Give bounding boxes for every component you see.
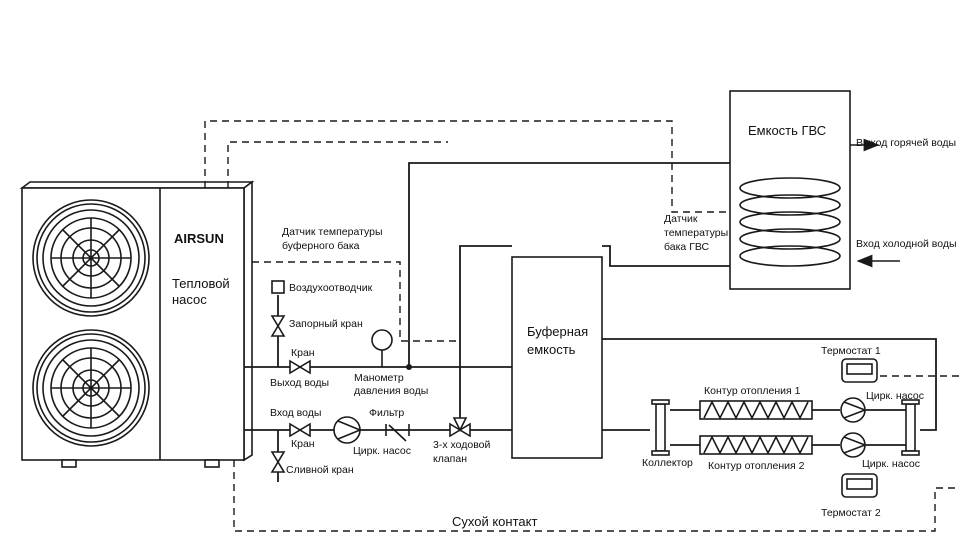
pump-icon bbox=[840, 397, 868, 423]
thermostat-icon bbox=[841, 358, 878, 383]
hot-water-out-label: Выход горячей воды bbox=[856, 137, 956, 149]
three-way-valve-label: клапан bbox=[433, 453, 467, 465]
fan-icon bbox=[32, 329, 150, 447]
dhw-sensor-label: температуры bbox=[664, 227, 728, 239]
heat-pump-unit: AIRSUN Тепловой насос bbox=[19, 180, 255, 468]
collector-label: Коллектор bbox=[642, 457, 693, 469]
water-inlet-label: Вход воды bbox=[270, 407, 321, 419]
circ-pump-2-label: Цирк. насос bbox=[862, 458, 920, 470]
heating-circuit-2-label: Контур отопления 2 bbox=[708, 460, 805, 472]
three-way-valve-icon bbox=[449, 417, 471, 438]
pressure-gauge-label: давления воды bbox=[354, 385, 428, 397]
heat-pump-title: Тепловой bbox=[172, 276, 230, 291]
valve-icon bbox=[289, 359, 311, 375]
valve-icon bbox=[270, 451, 286, 473]
collector bbox=[651, 399, 670, 456]
heating-circuit-2 bbox=[699, 435, 813, 455]
circ-pump-label: Цирк. насос bbox=[353, 445, 411, 457]
pressure-gauge-label: Манометр bbox=[354, 372, 404, 384]
heat-pump-brand: AIRSUN bbox=[174, 231, 224, 246]
buffer-sensor-label: Датчик температуры bbox=[282, 226, 383, 238]
buffer-tank: Буферная емкость bbox=[511, 256, 603, 459]
valve-icon bbox=[270, 315, 286, 337]
dry-contact-label: Сухой контакт bbox=[452, 514, 537, 529]
air-vent bbox=[271, 280, 285, 294]
fan-icon bbox=[32, 199, 150, 317]
buffer-tank-label: емкость bbox=[527, 342, 576, 357]
coil-icon bbox=[739, 177, 841, 267]
circ-pump-1-label: Цирк. насос bbox=[866, 390, 924, 402]
valve-icon bbox=[289, 422, 311, 438]
sensor-lines bbox=[204, 120, 960, 532]
dhw-tank: Емкость ГВС bbox=[729, 90, 900, 290]
buffer-tank-label: Буферная bbox=[527, 324, 588, 339]
valve-label: Кран bbox=[291, 438, 315, 450]
three-way-valve-label: 3-х ходовой bbox=[433, 439, 491, 451]
cold-water-in-label: Вход холодной воды bbox=[856, 238, 957, 250]
collector bbox=[901, 399, 920, 456]
shutoff-valve-label: Запорный кран bbox=[289, 318, 363, 330]
water-outlet-label: Выход воды bbox=[270, 377, 329, 389]
dhw-tank-label: Емкость ГВС bbox=[748, 123, 826, 138]
pump-icon bbox=[840, 432, 868, 458]
air-vent-label: Воздухоотводчик bbox=[289, 282, 373, 294]
valve-label: Кран bbox=[291, 347, 315, 359]
thermostat-icon bbox=[841, 473, 878, 498]
filter-label: Фильтр bbox=[369, 407, 404, 419]
dhw-sensor-label: бака ГВС bbox=[664, 241, 710, 253]
drain-valve-label: Сливной кран bbox=[286, 464, 354, 476]
filter-icon bbox=[385, 424, 410, 442]
dhw-sensor-label: Датчик bbox=[664, 213, 698, 225]
heating-circuit-1-label: Контур отопления 1 bbox=[704, 385, 801, 397]
gauge-icon bbox=[371, 329, 393, 367]
buffer-sensor-label: буферного бака bbox=[282, 240, 360, 252]
thermostat-2-label: Термостат 2 bbox=[821, 507, 881, 519]
pump-icon bbox=[333, 416, 363, 444]
heating-circuit-1 bbox=[699, 400, 813, 420]
heat-pump-title: насос bbox=[172, 292, 207, 307]
thermostat-1-label: Термостат 1 bbox=[821, 345, 881, 357]
